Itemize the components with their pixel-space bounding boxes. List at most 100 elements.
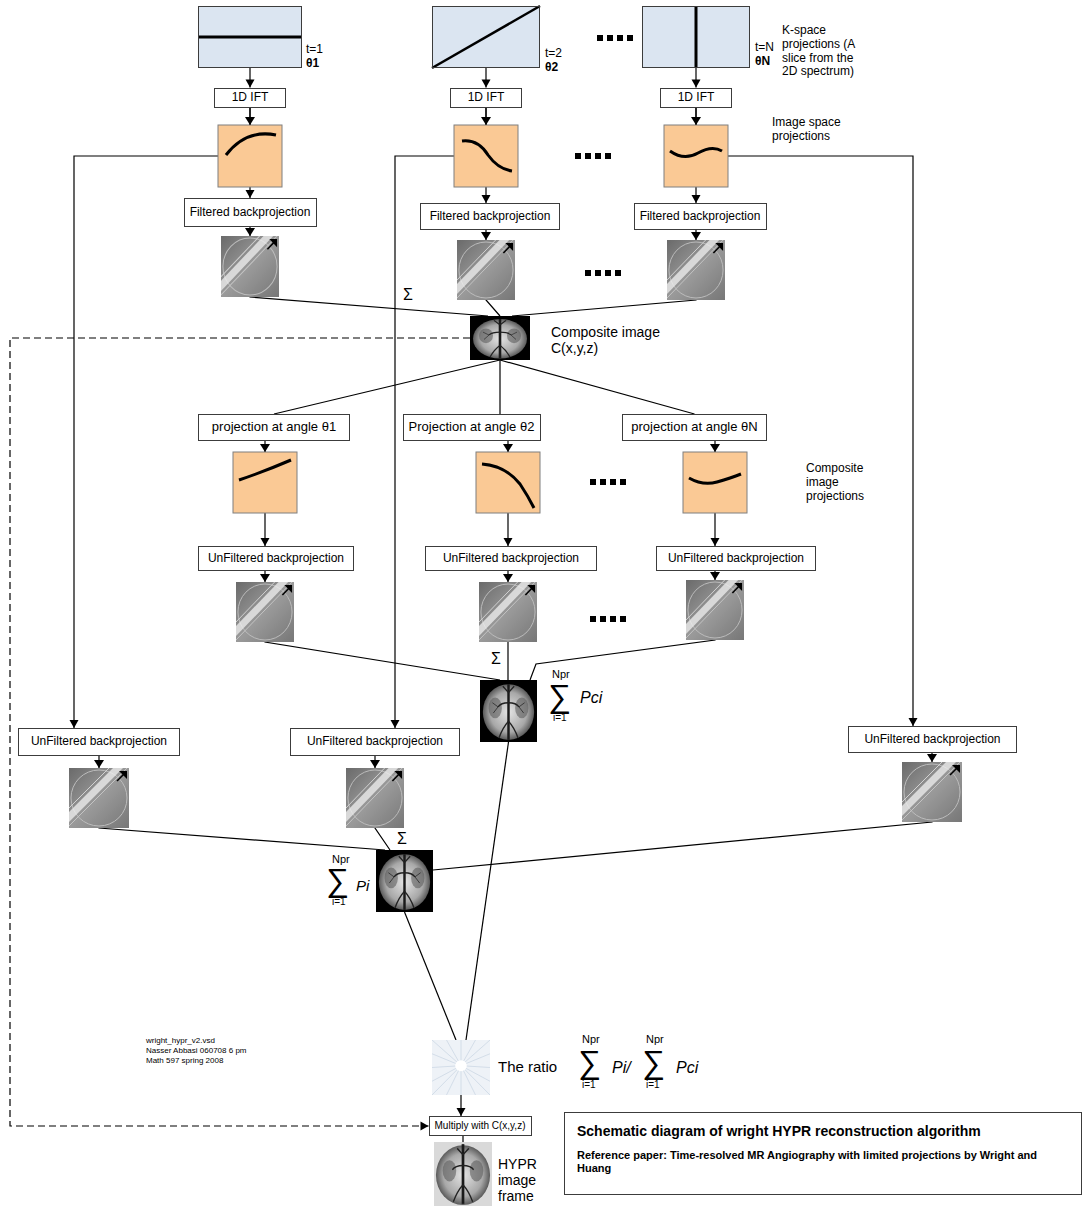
kspace-box: t=1θ1	[198, 6, 302, 68]
box-label: UnFiltered backprojection	[307, 735, 443, 749]
connector-line	[274, 360, 500, 414]
process-box: Filtered backprojection	[184, 198, 317, 227]
connector-line	[250, 227, 488, 316]
drawn-polygon	[260, 574, 270, 582]
formula-part: Npr	[552, 669, 570, 680]
arrowhead	[692, 80, 701, 88]
formula-part: ∑	[326, 864, 349, 896]
formula-part: i=1	[553, 713, 567, 723]
sum-symbol: Σ	[491, 650, 501, 668]
formula-part: Pci	[580, 690, 602, 706]
kspace-box: t=NθN	[642, 6, 750, 68]
process-box: Projection at angle θ2	[403, 414, 541, 441]
drawn-rect	[642, 6, 750, 68]
section-note: K-space projections (A slice from the 2D…	[782, 24, 870, 79]
drawn-polygon	[710, 444, 720, 452]
connector-line	[466, 742, 509, 1040]
ratio-image: The ratioNpr∑i=1Pi/Npr∑i=1Pci	[432, 1040, 490, 1095]
drawn-rect	[595, 153, 601, 159]
drawn-path	[462, 141, 512, 171]
file-note: wright_hypr_v2.vsd	[146, 1036, 215, 1045]
box-label: Filtered backprojection	[190, 206, 311, 220]
drawn-polygon	[260, 444, 270, 452]
file-note: Math 597 spring 2008	[146, 1056, 223, 1065]
result-image: HYPR image frame	[434, 1142, 492, 1206]
box-label: 1D IFT	[232, 91, 269, 105]
drawn-polygon	[691, 232, 701, 240]
section-note: Composite image projections	[806, 462, 880, 503]
file-note: Nasser Abbasi 060708 6 pm	[146, 1046, 247, 1055]
time-index: t=N	[755, 41, 774, 55]
drawn-rect	[454, 125, 518, 187]
time-index: t=2	[545, 47, 562, 61]
drawn-rect	[432, 6, 540, 68]
drawn-polygon	[710, 572, 720, 580]
box-label: UnFiltered backprojection	[443, 552, 579, 566]
process-box: projection at angle θ1	[198, 414, 350, 441]
arrowhead	[504, 538, 513, 546]
drawn-path	[226, 134, 276, 155]
drawn-use	[457, 240, 515, 300]
process-box: UnFiltered backprojection	[198, 546, 354, 571]
connector-line	[433, 753, 932, 870]
drawn-use	[470, 316, 530, 360]
drawn-path	[689, 474, 741, 483]
drawn-polygon	[503, 574, 513, 582]
drawn-use	[236, 582, 294, 642]
connector-line	[99, 756, 385, 850]
connector	[250, 227, 488, 316]
drawn-rect	[600, 479, 606, 485]
arrowhead	[482, 80, 491, 88]
drawn-rect	[620, 616, 626, 622]
connector-line	[499, 360, 500, 414]
drawn-rect	[198, 6, 302, 68]
arrowhead	[692, 195, 701, 203]
process-box: Filtered backprojection	[634, 203, 767, 230]
connector	[500, 360, 695, 414]
arrowhead	[909, 718, 918, 726]
drawn-rect	[627, 35, 633, 41]
connector-line	[500, 360, 695, 414]
ifft-box: 1D IFT	[660, 88, 732, 108]
drawn-rect	[683, 452, 747, 513]
drawn-use	[434, 1142, 492, 1206]
drawn-rect	[590, 616, 596, 622]
connector	[466, 742, 509, 1040]
arrowhead	[482, 195, 491, 203]
arrowhead	[261, 538, 270, 546]
drawn-path	[670, 148, 722, 156]
diagram-title: Schematic diagram of wright HYPR reconst…	[577, 1123, 1069, 1139]
formula-part: Npr	[582, 1034, 600, 1045]
process-box: projection at angle θN	[622, 414, 767, 441]
process-box: UnFiltered backprojection	[656, 546, 816, 571]
sum-image: Npr∑i=1Pi	[376, 850, 433, 912]
box-label: 1D IFT	[678, 91, 715, 105]
drawn-polygon	[94, 760, 104, 768]
ifft-box: 1D IFT	[214, 88, 286, 108]
section-note: Image space projections	[772, 116, 864, 144]
connector	[463, 1136, 464, 1142]
connector-line	[462, 1136, 463, 1142]
drawn-polygon	[370, 760, 380, 768]
drawn-rect	[590, 479, 596, 485]
projection-curves	[226, 134, 741, 508]
connector	[482, 68, 491, 88]
drawn-rect	[610, 616, 616, 622]
drawn-rect	[585, 153, 591, 159]
arrowhead	[421, 1122, 429, 1131]
ifft-box: 1D IFT	[450, 88, 522, 108]
drawn-use	[480, 680, 537, 742]
drawn-rect	[610, 479, 616, 485]
box-label: Filtered backprojection	[430, 210, 551, 224]
reference-note: Reference paper: Time-resolved MR Angiog…	[577, 1149, 1069, 1174]
drawn-rect	[620, 479, 626, 485]
sum-image: Npr∑i=1Pci	[480, 680, 537, 742]
time-index: t=1	[306, 43, 323, 57]
process-box: UnFiltered backprojection	[848, 726, 1017, 753]
drawn-use	[432, 1040, 490, 1095]
drawn-rect	[218, 125, 282, 187]
drawn-use	[686, 580, 744, 640]
